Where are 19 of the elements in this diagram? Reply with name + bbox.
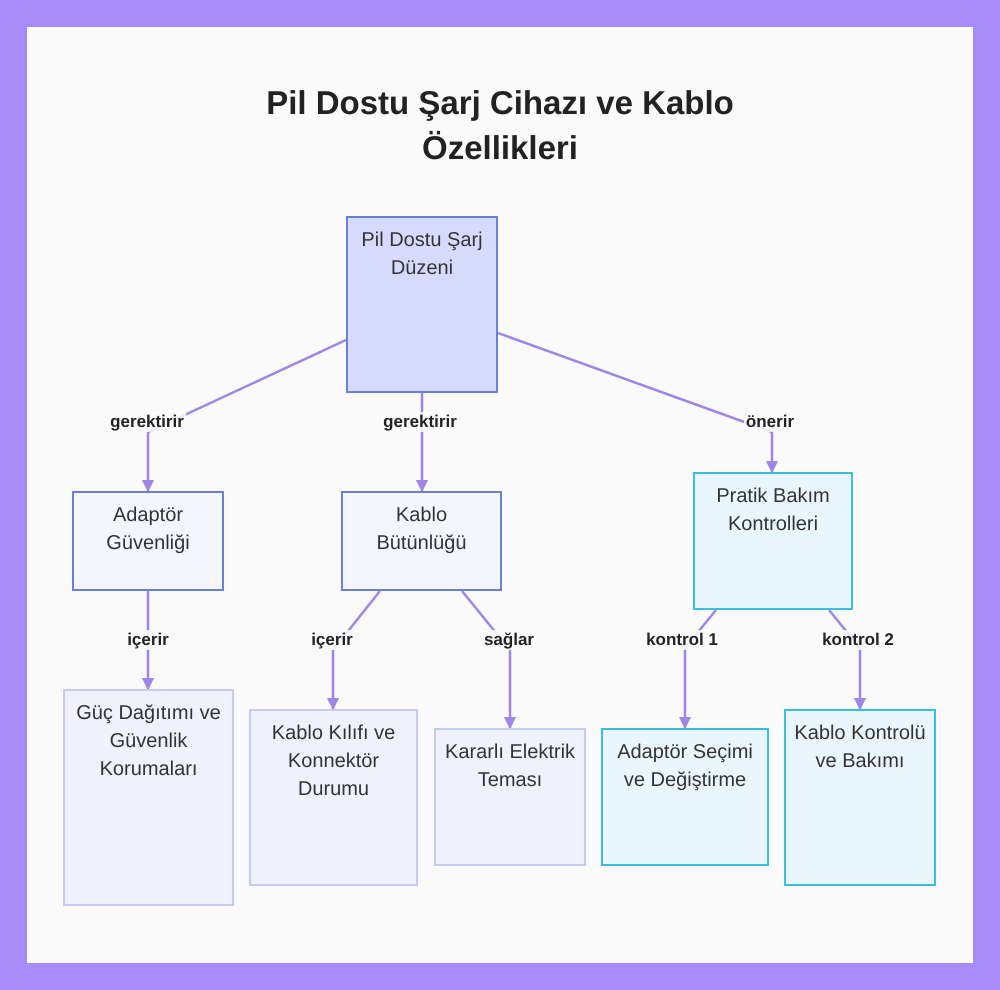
edge-label: önerir: [744, 412, 796, 432]
process-box: Kablo Bütünlüğü: [341, 491, 502, 591]
process-box: Güç Dağıtımı ve Güvenlik Korumaları: [63, 689, 234, 906]
edge-label: kontrol 1: [644, 630, 720, 650]
connector-arrow: [498, 332, 778, 474]
edge-label: içerir: [309, 630, 355, 650]
process-box: Pratik Bakım Kontrolleri: [693, 472, 853, 610]
edge-label: sağlar: [482, 630, 536, 650]
process-box: Kararlı Elektrik Teması: [434, 728, 586, 866]
edge-label: kontrol 2: [820, 630, 896, 650]
process-box: Pil Dostu Şarj Düzeni: [346, 216, 498, 393]
process-box: Kablo Kontrolü ve Bakımı: [784, 709, 936, 886]
edge-label: gerektirir: [381, 412, 459, 432]
edge-label: içerir: [125, 630, 171, 650]
process-box: Kablo Kılıfı ve Konnektör Durumu: [249, 709, 418, 886]
process-box: Adaptör Seçimi ve Değiştirme: [601, 728, 769, 866]
edge-label: gerektirir: [108, 412, 186, 432]
diagram-title: Pil Dostu Şarj Cihazı ve Kablo Özellikleri: [265, 83, 735, 168]
process-box: Adaptör Güvenliği: [72, 491, 224, 591]
